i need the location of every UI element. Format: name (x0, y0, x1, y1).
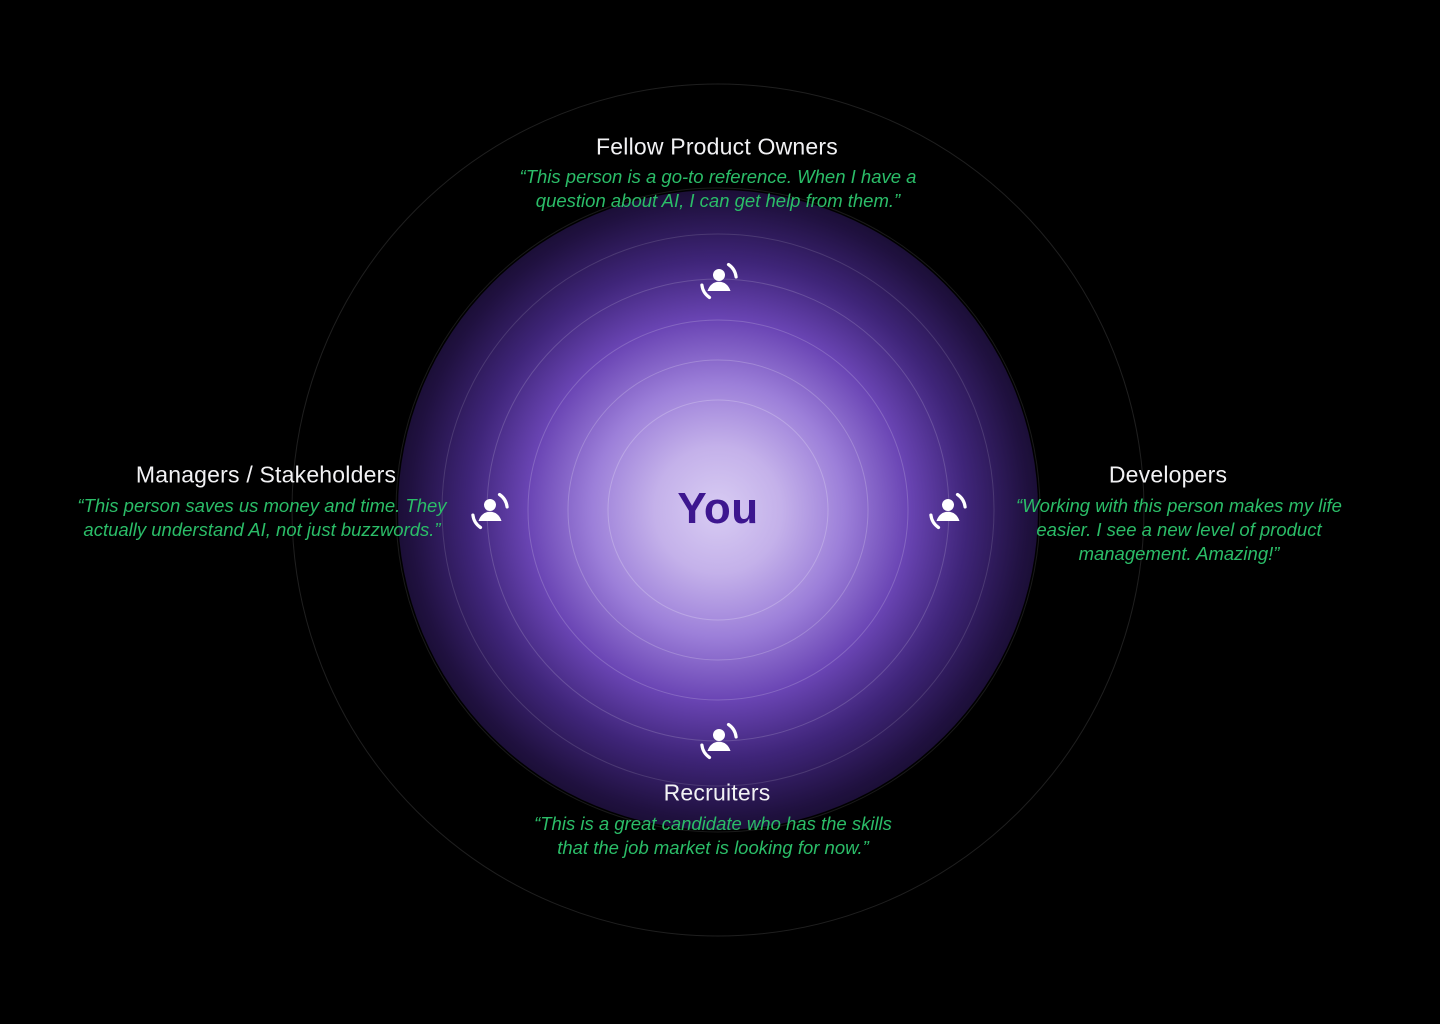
person-sync-icon (471, 492, 509, 530)
group-title-fellow-product-owners: Fellow Product Owners (596, 133, 838, 160)
group-title-managers-stakeholders: Managers / Stakeholders (135, 461, 397, 488)
person-sync-icon (700, 722, 738, 760)
person-sync-icon (700, 262, 738, 300)
group-title-developers: Developers (1108, 461, 1228, 488)
group-quote-recruiters: “This is a great candidate who has the s… (534, 813, 892, 859)
center-you-label: You (677, 484, 759, 533)
group-title-recruiters: Recruiters (663, 779, 771, 806)
person-sync-icon (929, 492, 967, 530)
group-quote-managers-stakeholders: “This person saves us money and time. Th… (77, 495, 447, 541)
group-quote-fellow-product-owners: “This person is a go-to reference. When … (519, 166, 917, 212)
group-quote-developers: “Working with this person makes my life … (1016, 495, 1342, 565)
